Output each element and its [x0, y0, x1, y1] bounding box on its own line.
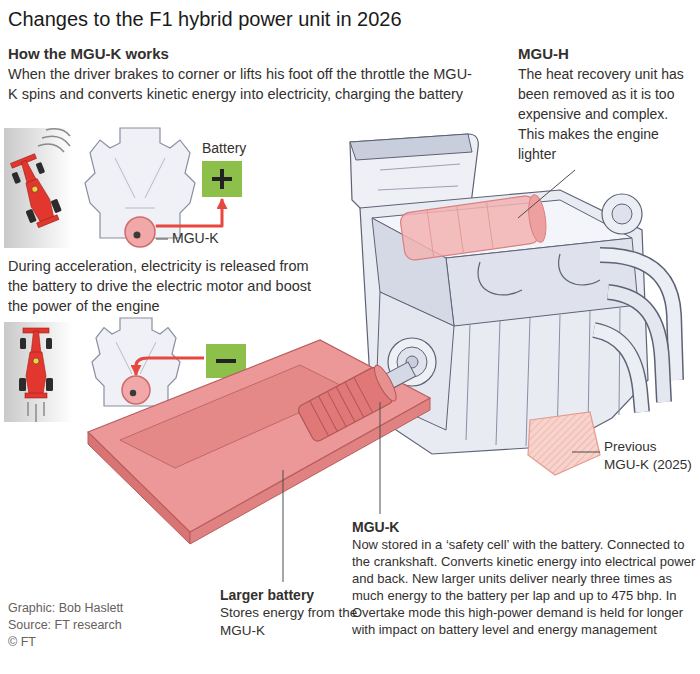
larger-battery	[88, 340, 430, 532]
mgu-k-dot	[134, 232, 141, 239]
battery-icon: Battery	[202, 140, 246, 197]
callout-heading: Larger battery	[220, 586, 420, 604]
previous-mgu-k	[528, 412, 600, 475]
car-cornering	[7, 152, 65, 230]
engine-sketch	[115, 158, 165, 208]
callout-heading: MGU-K	[352, 518, 552, 536]
mgu-k-symbol	[130, 390, 136, 396]
engine-block	[602, 194, 642, 234]
mgu-h-unit	[399, 195, 540, 261]
car-cornering	[38, 144, 64, 152]
car-accelerating	[28, 402, 44, 422]
callout-text: The heat recovery unit has been removed …	[518, 64, 694, 164]
exhaust-pipes	[594, 330, 642, 412]
larger-battery	[88, 340, 430, 544]
battery-discharge-icon	[216, 359, 236, 363]
previous-mgu-k	[528, 412, 600, 475]
part-label: MGU-K	[172, 230, 204, 247]
plus-symbol	[212, 169, 232, 189]
engine-airbox	[378, 164, 460, 190]
car-cornering	[4, 128, 72, 248]
battery-square	[202, 161, 242, 197]
energy-flow-arrow	[136, 358, 204, 375]
section-heading: How the MGU-K works	[8, 44, 328, 63]
mgu-h-unit	[399, 194, 548, 262]
callout-text: Now stored in a ‘safety cell’ with the b…	[352, 536, 696, 638]
chart-title: Changes to the F1 hybrid power unit in 2…	[8, 7, 402, 31]
car-accelerating	[4, 322, 72, 422]
explanation-text: During acceleration, electricity is rele…	[8, 256, 328, 316]
credit-text: Graphic: Bob Haslett	[8, 600, 208, 616]
car-cornering	[7, 152, 65, 230]
callout-heading: MGU-H	[518, 44, 688, 63]
engine-block	[478, 254, 600, 295]
exhaust-pipes	[594, 255, 676, 412]
leader-line	[156, 239, 168, 240]
mgu-k-symbol	[122, 376, 150, 404]
engine-block	[612, 204, 632, 224]
mgu-k-ring	[125, 217, 155, 247]
mgu-k-circle	[124, 216, 156, 248]
car-cornering	[4, 128, 72, 248]
leader-line	[156, 170, 600, 582]
mgu-k-unit	[310, 377, 373, 436]
plus-symbol	[202, 161, 242, 197]
mgu-k-unit	[371, 363, 400, 404]
car-accelerating	[4, 322, 72, 422]
engine-airbox	[350, 134, 472, 160]
exhaust-pipes	[594, 330, 642, 412]
part-label: Battery	[202, 140, 246, 157]
car-cornering	[42, 136, 70, 146]
mgu-k-symbol	[122, 376, 150, 404]
source-text: Source: FT research	[8, 617, 208, 633]
explanation-text: When the driver brakes to corner or lift…	[8, 64, 478, 104]
mgu-k-symbol: MGU-K	[124, 216, 156, 248]
callout-text: Stores energy from the MGU-K	[220, 604, 360, 640]
leader-line	[572, 452, 600, 453]
leader-line	[283, 470, 284, 582]
energy-flow-arrow	[156, 199, 222, 226]
leader-line	[518, 170, 575, 218]
car-accelerating	[19, 328, 53, 398]
car-cornering	[46, 129, 70, 136]
copyright-text: © FT	[8, 634, 208, 650]
mgu-k-unit	[296, 351, 421, 443]
car-accelerating	[19, 328, 53, 398]
mgu-h-unit	[427, 201, 493, 257]
previous-mgu-k	[528, 412, 600, 475]
leader-line	[380, 402, 381, 514]
callout-label: Previous MGU-K (2025)	[604, 438, 696, 474]
